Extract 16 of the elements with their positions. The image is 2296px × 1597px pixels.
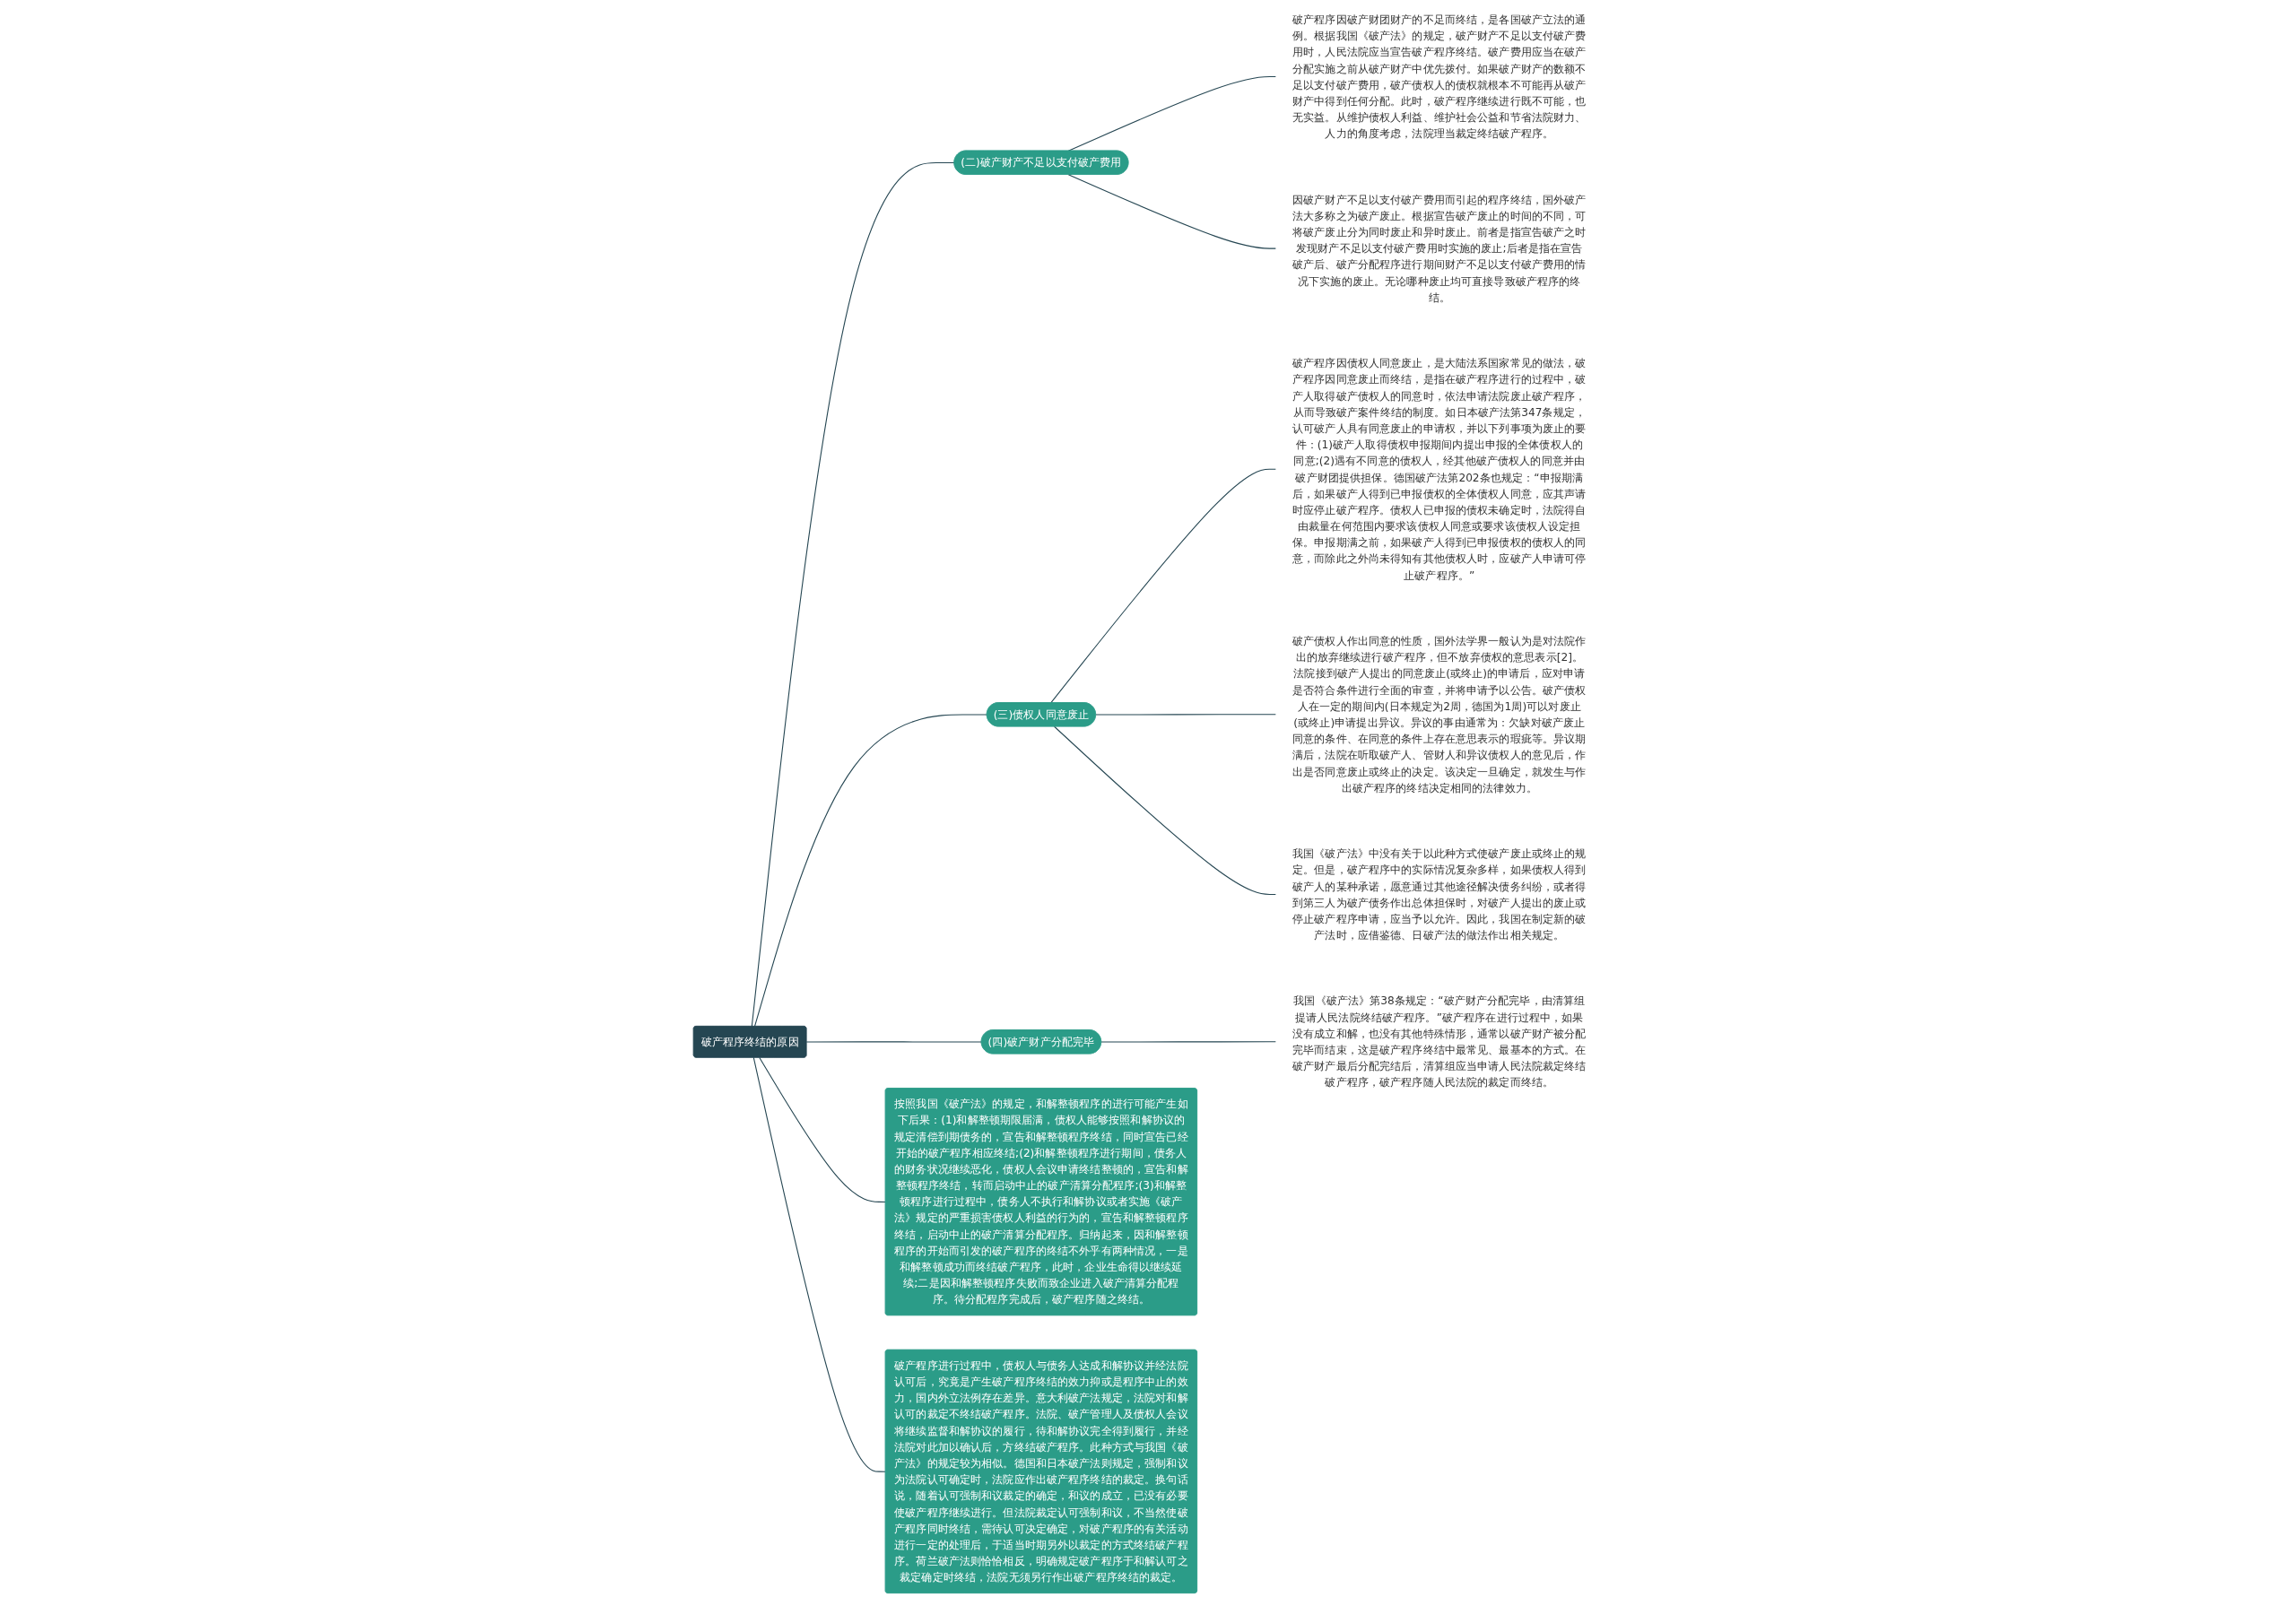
connector [1054,725,1277,895]
node-text: 破产债权人作出同意的性质，国外法学界一般认为是对法院作出的放弃继续进行破产程序，但不放弃债权的意思表示[2]。法院接到破产人提出的同意废止(或终止)的申请后，应对申请是否符合条件进行全面的审查，并将申请予以公告。破产债权人在一定的期间内(日本规定为2周，德国为1周)可以对废止(或终止)申请提出异议。异议的事由通常为：欠缺对破产废止同意的条件、在同意的条件上存在意思表示的瑕疵等。异议期满后，法院在听取破产人、管财人和异议债权人的意见后，作出是否同意废止或终止的决定。该决定一旦确定，就发生与作出破产程序的终结决定相同的法律效力。 [1292,634,1587,794]
connector [751,161,955,1028]
node-text: 因破产财产不足以支付破产费用而引起的程序终结，国外破产法大多称之为破产废止。根据宣告破产废止的时间的不同，可将破产废止分为同时废止和异时废止。前者是指宣告破产之时发现财产不足以支付破产费用时实施的废止;后者是指在宣告破产后、破产分配程序进行期间财产不足以支付破产费用的情况下实施的废止。无论哪种废止均可直接导致破产程序的终结。 [1292,193,1587,304]
connector [1050,468,1277,704]
node-text: 破产程序因债权人同意废止，是大陆法系国家常见的做法，破产程序因同意废止而终结，是指在破产程序进行的过程中，破产人取得破产债权人的同意时，依法申请法院废止破产程序，从而导致破产案件终结的制度。如日本破产法第347条规定，认可破产人具有同意废止的申请权，并以下列事项为废止的要件：(1)破产人取得债权申报期间内提出申报的全体债权人的同意;(2)遇有不同意的债权人，经其他破产债权人的同意并由破产财团提供担保。德国破产法第202条也规定：“申报期满后，如果破产人得到已申报债权的全体债权人同意，应其声请时应停止破产程序。债权人已申报的债权未确定时，法院得自由裁量在何范围内要求该债权人同意或要求该债权人设定担保。申报期满之前，如果破产人得到已申报债权的债权人的同意，而除此之外尚未得知有其他债权人时，应破产人申请可停止破产程序。” [1292,357,1587,582]
node-text: 我国《破产法》中没有关于以此种方式使破产废止或终止的规定。但是，破产程序中的实际情况复杂多样，如果债权人得到破产人的某种承诺，愿意通过其他途径解决债务纠纷，或者得到第三人为破产债务作出总体担保时，对破产人提出的废止或停止破产程序申请，应当予以允许。因此，我国在制定新的破产法时，应借鉴德、日破产法的做法作出相关规定。 [1292,847,1587,942]
connector [805,1041,982,1043]
node-text: 我国《破产法》第38条规定：“破产财产分配完毕，由清算组提请人民法院终结破产程序。”破产程序在进行过程中，如果没有成立和解，也没有其他特殊情形，通常以破产财产被分配完毕而结束，这是破产程序终结中最常见、最基本的方式。在破产财产最后分配完结后，清算组应当申请人民法院裁定终结破产程序，破产程序随人民法院的裁定而终结。 [1292,994,1587,1089]
connector [752,1056,887,1472]
connector [1067,174,1277,249]
connector [753,714,988,1028]
node-text: 破产程序因破产财团财产的不足而终结，是各国破产立法的通例。根据我国《破产法》的规定，破产财产不足以支付破产费用时，人民法院应当宣告破产程序终结。破产费用应当在破产分配实施之前从破产财产中优先拨付。如果破产财产的数额不足以支付破产费用，破产债权人的债权就根本不可能再从破产财产中得到任何分配。此时，破产程序继续进行既不可能，也无实益。从维护债权人利益、维护社会公益和节省法院财力、人力的角度考虑，法院理当裁定终结破产程序。 [1292,13,1587,141]
connector [759,1056,887,1202]
connector [1095,714,1277,716]
connector [1100,1041,1277,1043]
